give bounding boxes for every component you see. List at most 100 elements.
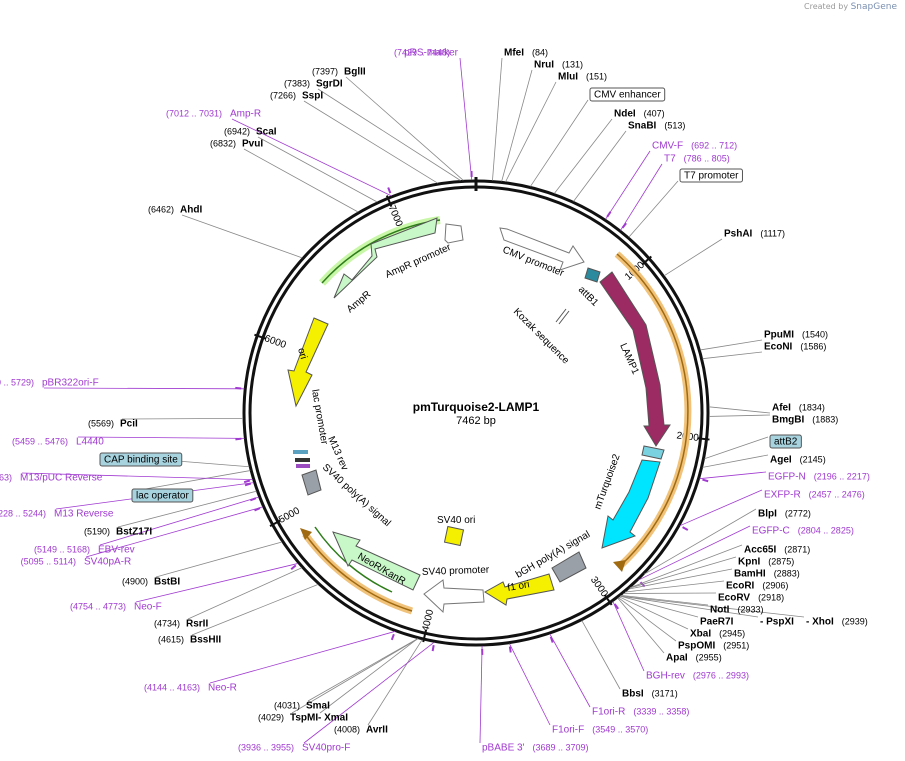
leader-line <box>121 417 244 420</box>
enzyme-name: BssHII <box>190 635 221 646</box>
label-primers-6: EGFP-C (2804 .. 2825) <box>752 525 854 536</box>
leader-line <box>625 580 725 593</box>
primer-range: (7429 .. 7448) <box>394 47 450 57</box>
primer-name: EBV-rev <box>98 545 135 556</box>
feature-label-mturquoise2: mTurquoise2 <box>592 452 622 511</box>
enzyme-position: (4734) <box>154 618 180 628</box>
label-enzymes-11: BlpI(2772) <box>758 508 811 519</box>
boxed-label-frame <box>99 452 183 467</box>
m13-rev-mark <box>296 464 310 468</box>
primer-name: EGFP-C <box>752 526 790 537</box>
primer-range: (692 .. 712) <box>691 140 737 150</box>
leader-line <box>605 150 651 220</box>
leader-line <box>459 57 473 181</box>
tick-label: 6000 <box>263 333 288 351</box>
label-primers-10: pBABE 3' (3689 .. 3709) <box>482 742 589 753</box>
enzyme-position: (7266) <box>270 90 296 100</box>
leader-line <box>679 489 763 527</box>
leader-line <box>549 633 591 708</box>
kozak-mark-2 <box>558 310 570 325</box>
enzyme-name: PvuI <box>242 139 263 150</box>
orf-line-lamp1 <box>616 253 689 567</box>
leader-line <box>664 238 723 277</box>
label-enzymes-19: - PspXI <box>760 617 794 628</box>
ampr-arrow <box>333 217 438 299</box>
primer-range: (2804 .. 2825) <box>798 525 854 535</box>
enzyme-name: BstZ17I <box>116 527 152 538</box>
label-enzymes-35: PvuI(6832) <box>210 138 263 149</box>
label-primers-15: EBV-rev(5149 .. 5168) <box>34 544 135 555</box>
leader-line <box>702 454 769 468</box>
enzyme-name: EcoRV <box>718 593 750 604</box>
leader-line <box>623 592 717 594</box>
boxed-label-frame <box>679 168 743 183</box>
enzyme-name: EcoRI <box>726 581 755 592</box>
label-primers-8: F1ori-R(3339 .. 3358) <box>592 706 689 717</box>
primer-range: (786 .. 805) <box>684 153 730 163</box>
leader-line <box>612 601 645 672</box>
leader-line <box>367 639 423 726</box>
leader-line <box>133 470 251 492</box>
leader-line <box>573 130 627 202</box>
enzyme-position: (2906) <box>762 580 788 590</box>
label-enzymes-14: BamHI(2883) <box>734 568 800 579</box>
boxed-label-text: lac operator <box>136 491 189 502</box>
kozak-mark <box>555 308 567 323</box>
feature-label-ampr-promoter: AmpR promoter <box>384 242 454 281</box>
leader-line <box>708 406 771 414</box>
brand-watermark: Created by SnapGene <box>804 2 897 12</box>
enzyme-name: ApaI <box>666 653 688 664</box>
enzyme-position: (4029) <box>258 712 284 722</box>
primer-range: (3689 .. 3709) <box>533 742 589 752</box>
enzyme-name: KpnI <box>738 557 760 568</box>
label-enzymes-32: BstZ17I(5190) <box>84 526 152 537</box>
enzyme-name: AhdI <box>180 205 202 216</box>
brand-created-by: Created by <box>804 2 849 11</box>
leader-line <box>317 88 461 181</box>
primer-name: pBABE 3' <box>482 743 525 754</box>
enzyme-name: SnaBI <box>628 121 657 132</box>
boxed-label-text: CMV enhancer <box>594 90 661 101</box>
leader-line <box>581 620 621 690</box>
primer-name: Amp-R <box>230 109 261 120</box>
enzyme-name: AgeI <box>770 455 792 466</box>
attb2-box <box>641 445 665 460</box>
leader-line <box>303 641 435 744</box>
leader-line <box>704 436 769 460</box>
enzyme-name: SgrDI <box>316 79 343 90</box>
enzyme-position: (2945) <box>719 628 745 638</box>
label-boxed_labels-4: lac operator <box>131 488 194 503</box>
enzyme-name: BstBI <box>154 577 180 588</box>
enzyme-name: AfeI <box>772 403 791 414</box>
leader-line <box>319 638 419 714</box>
leader-line <box>620 595 759 618</box>
leader-line <box>135 563 299 603</box>
label-primers-18: L4440(5459 .. 5476) <box>12 436 104 447</box>
primer-range: (4754 .. 4773) <box>70 601 126 611</box>
cap-site-mark <box>293 450 308 454</box>
enzyme-name: MfeI <box>504 48 524 59</box>
label-primers-0: pRS-marker(7429 .. 7448) <box>394 47 459 58</box>
primer-mark <box>244 482 252 487</box>
enzyme-position: (4615) <box>158 634 184 644</box>
leader-line <box>231 118 392 197</box>
enzyme-position: (407) <box>644 108 665 118</box>
primer-range: (3549 .. 3570) <box>592 724 648 734</box>
leader-line <box>530 99 589 187</box>
enzyme-name: ScaI <box>256 127 277 138</box>
leader-line <box>77 436 245 439</box>
leader-line <box>99 496 259 546</box>
label-enzymes-25: AvrII(4008) <box>334 724 388 735</box>
f1-ori-arrow <box>484 573 555 606</box>
enzyme-position: (4008) <box>334 724 360 734</box>
leader-line <box>21 472 253 481</box>
tick-label: 4000 <box>420 608 436 633</box>
enzyme-name: PpuMI <box>764 330 794 341</box>
leader-line <box>617 597 665 654</box>
boxed-label-frame <box>769 434 802 449</box>
leader-line <box>628 568 733 590</box>
enzyme-position: (513) <box>664 120 685 130</box>
enzyme-position: (7383) <box>284 78 310 88</box>
primer-name: SV40pA-R <box>84 557 131 568</box>
primer-range: (5241 .. 5263) <box>0 472 12 482</box>
